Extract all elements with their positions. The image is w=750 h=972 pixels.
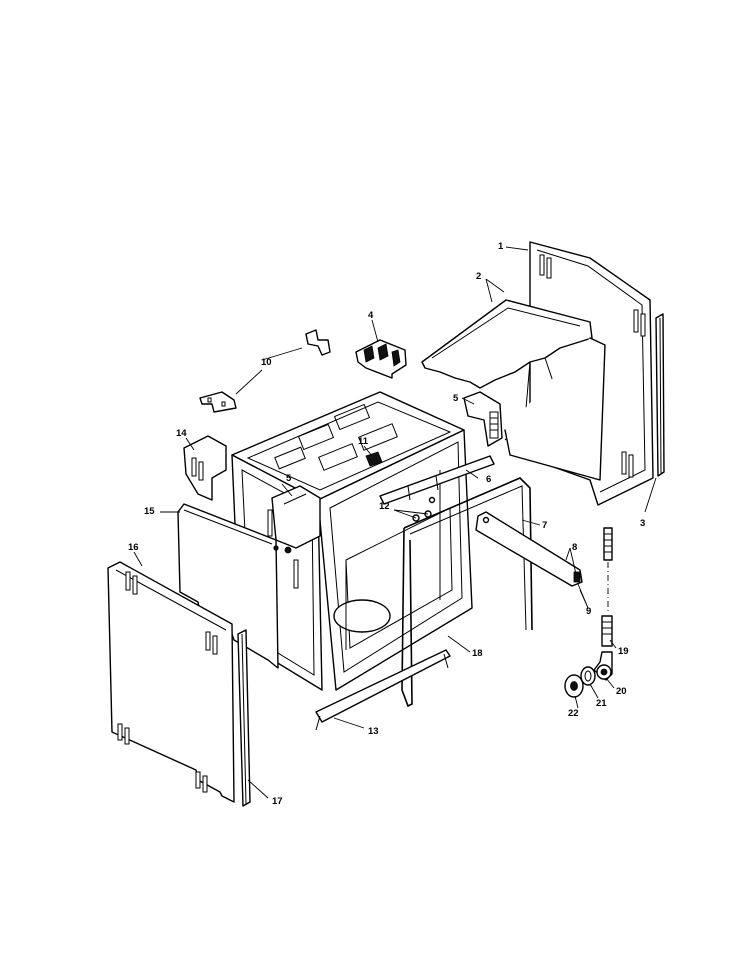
callout-2: 2 — [476, 271, 481, 282]
part-3-trim-strip — [655, 313, 665, 477]
callout-16: 16 — [128, 542, 139, 553]
callout-5-upper: 5 — [453, 393, 459, 404]
callout-5-lower: 5 — [286, 473, 292, 484]
part-16-outer-panel — [107, 561, 235, 803]
callout-14: 14 — [176, 428, 187, 439]
callout-12: 12 — [379, 501, 390, 512]
part-2-top-cover — [421, 299, 606, 481]
callout-1: 1 — [498, 241, 504, 252]
part-8-9-hinge-arm — [475, 511, 583, 587]
callout-22: 22 — [568, 708, 579, 719]
callout-7: 7 — [542, 520, 547, 531]
callout-19: 19 — [618, 646, 629, 657]
callout-21: 21 — [596, 698, 607, 709]
part-20-elbow-fitting — [593, 651, 613, 681]
part-5-vent-upper — [463, 391, 503, 447]
callout-10: 10 — [261, 357, 272, 368]
part-14-bracket — [183, 435, 227, 501]
callout-13: 13 — [368, 726, 379, 737]
part-13-lower-rail — [315, 649, 451, 731]
callout-6: 6 — [486, 474, 491, 485]
part-6-frame-rail — [379, 455, 495, 505]
callout-18: 18 — [472, 648, 483, 659]
part-19-inlet-hose — [601, 527, 613, 647]
part-17-trim-strip — [237, 629, 251, 807]
callout-4: 4 — [368, 310, 374, 321]
part-21-washer — [580, 666, 596, 686]
callouts: 1 2 3 4 5 5 6 7 8 9 10 11 12 13 14 15 16… — [128, 241, 645, 807]
callout-20: 20 — [616, 686, 627, 697]
callout-8: 8 — [572, 542, 577, 553]
callout-11: 11 — [358, 436, 369, 447]
part-4-control-bracket — [355, 339, 407, 379]
callout-17: 17 — [272, 796, 283, 807]
part-22-nut — [564, 674, 584, 698]
callout-9: 9 — [586, 606, 591, 617]
part-15-insulation-panel — [177, 503, 279, 669]
part-10-brackets — [199, 329, 331, 413]
leader-lines — [133, 246, 657, 799]
callout-3: 3 — [640, 518, 645, 529]
callout-15: 15 — [144, 506, 155, 517]
